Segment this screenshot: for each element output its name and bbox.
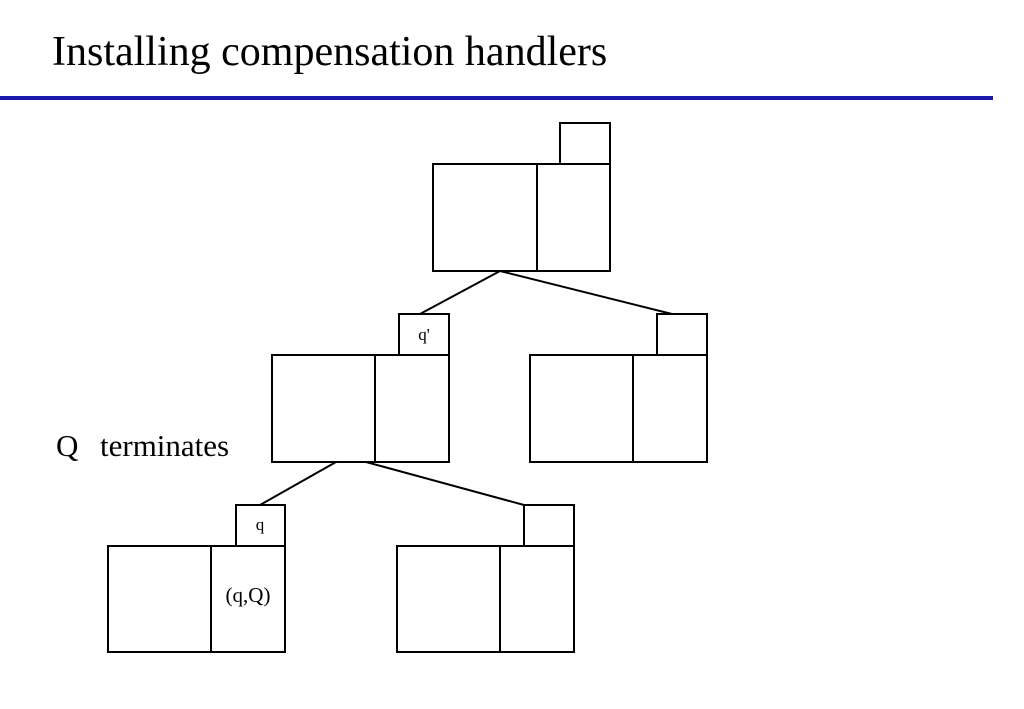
node-bottom-right-box bbox=[396, 545, 575, 653]
node-bottom-left-handler-label: q bbox=[256, 515, 265, 534]
annotation-symbol: Q bbox=[56, 428, 78, 463]
slide-title: Installing compensation handlers bbox=[52, 29, 608, 75]
node-bottom-right bbox=[396, 504, 575, 653]
edge-root-middle-left bbox=[419, 270, 501, 315]
node-middle-left-handler-label: q' bbox=[418, 325, 430, 344]
node-middle-left-box bbox=[271, 354, 450, 463]
node-bottom-left bbox=[107, 504, 286, 653]
tree-edges bbox=[259, 270, 673, 506]
annotation-text: terminates bbox=[100, 428, 229, 463]
edge-root-middle-right bbox=[499, 270, 673, 315]
node-root-box bbox=[432, 163, 611, 272]
node-middle-right bbox=[529, 313, 708, 463]
edge-middle-left-bottom-left bbox=[259, 461, 337, 506]
node-root-handler-box bbox=[559, 122, 611, 165]
node-root bbox=[432, 122, 611, 272]
title-divider bbox=[0, 96, 993, 100]
node-middle-left bbox=[271, 313, 450, 463]
node-middle-right-handler-box bbox=[656, 313, 708, 356]
node-bottom-right-handler-box bbox=[523, 504, 575, 547]
node-middle-right-box bbox=[529, 354, 708, 463]
edge-middle-left-bottom-right bbox=[365, 461, 525, 506]
node-bottom-left-cell-label: (q,Q) bbox=[226, 583, 271, 607]
node-bottom-left-box bbox=[107, 545, 286, 653]
